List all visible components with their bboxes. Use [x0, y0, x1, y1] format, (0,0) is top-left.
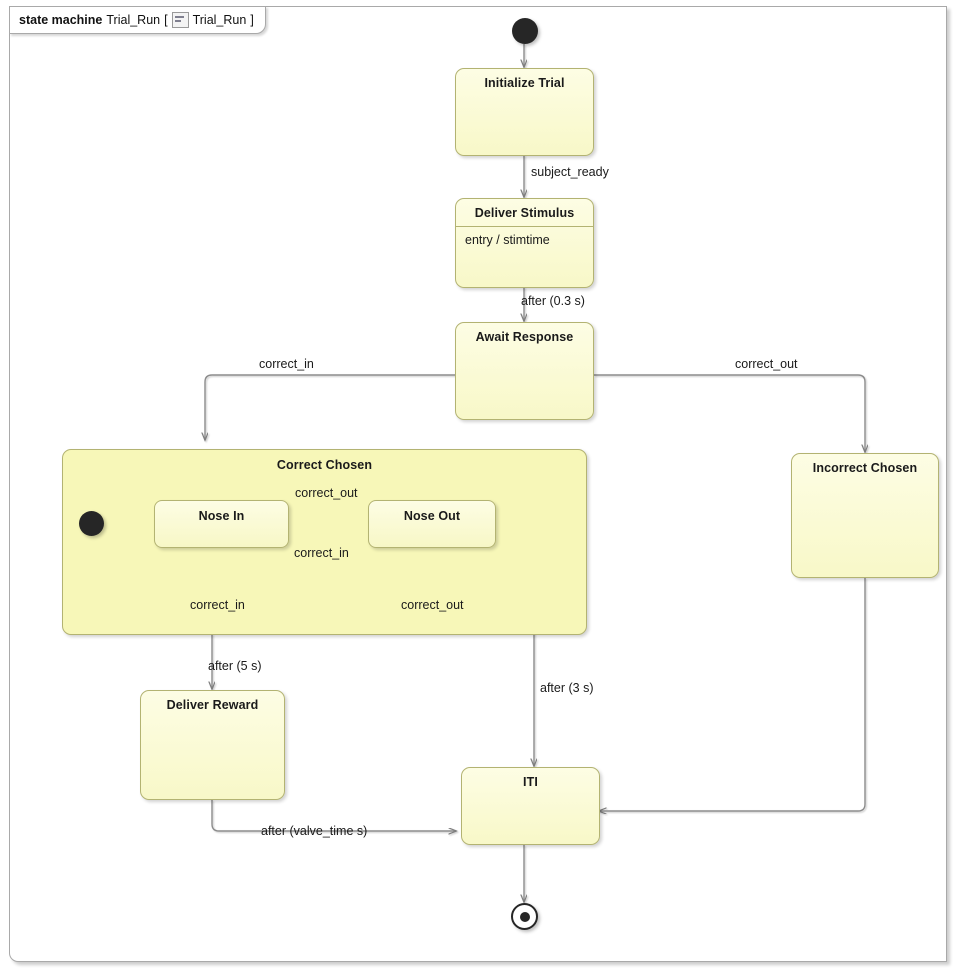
region-initial-pseudostate — [79, 511, 104, 536]
state-iti[interactable]: ITI — [461, 767, 600, 845]
state-label: Nose In — [198, 509, 245, 523]
diagram-title: Trial_Run — [106, 13, 161, 27]
diagram-keyword: state machine — [19, 13, 103, 27]
state-machine-icon — [171, 12, 189, 28]
state-label: Correct Chosen — [276, 458, 373, 472]
state-label: Await Response — [475, 330, 574, 344]
state-await-response[interactable]: Await Response — [455, 322, 594, 420]
state-label: Initialize Trial — [484, 76, 565, 90]
final-state — [511, 903, 538, 930]
edge-label-nose-out-self: correct_out — [401, 598, 464, 612]
compartment-divider — [456, 226, 593, 227]
edge-label-correct-out-right: correct_out — [735, 357, 798, 371]
state-incorrect-chosen[interactable]: Incorrect Chosen — [791, 453, 939, 578]
edge-label-after-5s: after (5 s) — [208, 659, 262, 673]
composite-state-correct-chosen[interactable]: Correct Chosen — [62, 449, 587, 635]
edge-label-after-valve-time: after (valve_time s) — [261, 824, 368, 838]
state-nose-in[interactable]: Nose In — [154, 500, 289, 548]
state-label: ITI — [523, 775, 538, 789]
diagram-header-tab[interactable]: state machine Trial_Run [ Trial_Run ] — [9, 6, 266, 34]
state-label: Incorrect Chosen — [812, 461, 918, 475]
bracket-close: ] — [250, 13, 254, 27]
state-label: Deliver Reward — [166, 698, 259, 712]
edge-label-after-3s: after (3 s) — [540, 681, 594, 695]
edge-label-after-03s: after (0.3 s) — [521, 294, 585, 308]
edge-label-nose-in-to-out: correct_out — [295, 486, 358, 500]
initial-pseudostate — [512, 18, 538, 44]
edge-label-subject-ready: subject_ready — [531, 165, 609, 179]
state-label: Deliver Stimulus — [474, 206, 575, 220]
state-nose-out[interactable]: Nose Out — [368, 500, 496, 548]
diagram-qualifier: Trial_Run — [192, 13, 247, 27]
edge-label-correct-in-left: correct_in — [259, 357, 314, 371]
edge-label-nose-out-to-in: correct_in — [294, 546, 349, 560]
state-entry-behavior: entry / stimtime — [465, 233, 550, 247]
state-initialize-trial[interactable]: Initialize Trial — [455, 68, 594, 156]
bracket-open: [ — [164, 13, 168, 27]
edge-label-nose-in-self: correct_in — [190, 598, 245, 612]
state-deliver-stimulus[interactable]: Deliver Stimulus entry / stimtime — [455, 198, 594, 288]
state-deliver-reward[interactable]: Deliver Reward — [140, 690, 285, 800]
state-label: Nose Out — [403, 509, 461, 523]
